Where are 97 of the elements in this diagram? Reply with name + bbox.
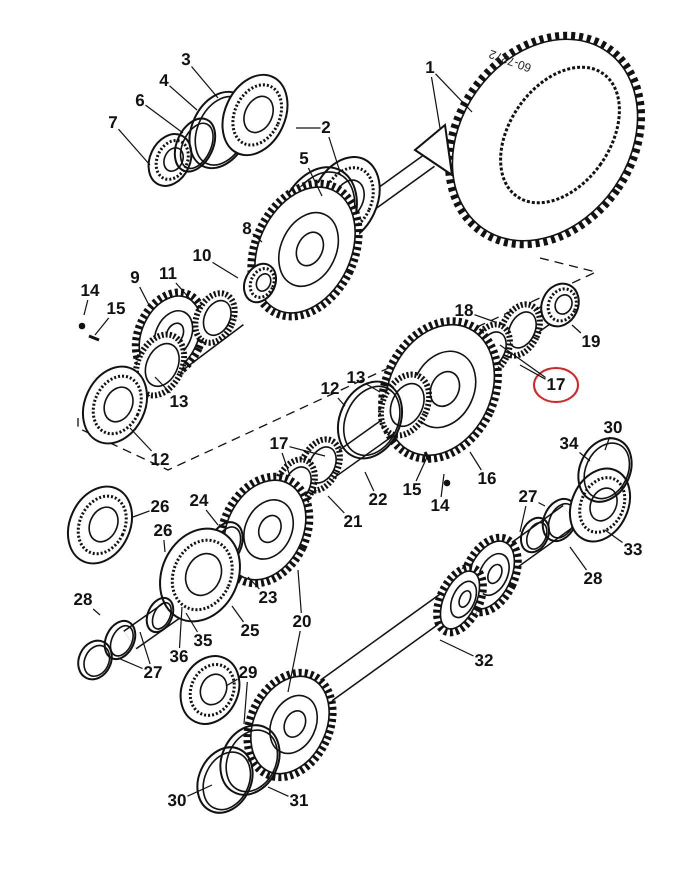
callout-number: 23 (258, 589, 278, 607)
callout-number: 30 (166, 792, 188, 810)
callout-number: 20 (292, 613, 312, 631)
leader-line (178, 606, 183, 648)
callout-number: 17 (546, 376, 566, 394)
callout-number: 27 (142, 664, 164, 682)
leader-line (268, 786, 289, 797)
callout-number: 18 (454, 302, 474, 320)
leader-line (139, 286, 151, 308)
callout-number: 8 (241, 220, 253, 238)
leader-line (416, 454, 429, 482)
leader-line (366, 384, 380, 393)
leader-line (118, 657, 143, 670)
callout-number: 16 (476, 470, 498, 488)
leader-line (328, 136, 341, 172)
leader-line (470, 452, 482, 470)
leader-line (252, 233, 262, 242)
leader-line (248, 576, 260, 590)
leader-line (435, 73, 472, 112)
callout-number: 19 (580, 333, 602, 351)
callout-number: 27 (518, 488, 538, 506)
callout-number: 14 (430, 497, 450, 515)
leader-line (604, 436, 610, 450)
callout-number: 25 (240, 622, 260, 640)
leader-line (430, 76, 441, 128)
leader-line (337, 398, 346, 406)
callout-number: 5 (298, 150, 310, 168)
leader-line (364, 472, 374, 492)
leader-line (118, 128, 150, 166)
leader-line (191, 66, 218, 98)
leader-line (440, 474, 445, 498)
leader-line (243, 682, 248, 724)
leader-line (212, 262, 238, 279)
callout-number: 9 (129, 269, 141, 287)
callout-number: 22 (368, 491, 388, 509)
leader-line (139, 632, 151, 664)
leader-line (154, 376, 171, 394)
leader-line (92, 608, 100, 616)
leader-line (163, 540, 166, 552)
callout-number: 4 (158, 72, 170, 90)
leader-line (297, 570, 302, 614)
callout-number: 1 (424, 59, 436, 77)
leader-line (500, 344, 546, 378)
leader-line (579, 452, 590, 462)
leader-line (538, 502, 546, 507)
callout-number: 11 (158, 265, 178, 283)
callout-number: 12 (150, 451, 170, 469)
leader-line (169, 85, 198, 110)
leader-line (520, 364, 546, 380)
callout-number: 7 (107, 114, 119, 132)
callout-number: 26 (150, 498, 170, 516)
leader-line (440, 639, 474, 657)
callout-number: 15 (106, 300, 126, 318)
leader-line (570, 546, 587, 570)
callout-number: 30 (602, 419, 624, 437)
leader-line (572, 324, 582, 334)
callout-number: 6 (134, 92, 146, 110)
leader-line (282, 452, 291, 476)
callout-number: 17 (268, 435, 290, 453)
callout-number: 28 (72, 591, 94, 609)
leader-line (185, 612, 198, 632)
callout-number: 3 (180, 51, 192, 69)
leader-line (604, 530, 623, 543)
callout-number: 28 (582, 570, 604, 588)
callout-number: 2 (320, 119, 332, 137)
leader-line (145, 104, 184, 134)
callout-number: 10 (192, 247, 212, 265)
leader-line (83, 300, 88, 316)
callout-number: 31 (288, 792, 310, 810)
callout-number: 13 (346, 369, 366, 387)
callout-number: 12 (320, 380, 340, 398)
callout-number: 21 (342, 513, 364, 531)
leader-line (296, 127, 320, 129)
leader-line (132, 510, 150, 518)
callout-number: 32 (474, 652, 494, 670)
callout-number: 15 (402, 481, 422, 499)
leader-line (328, 496, 345, 514)
callout-number: 14 (80, 282, 100, 300)
leader-line (474, 314, 496, 323)
leader-line (287, 630, 301, 692)
leader-line (289, 446, 326, 457)
callout-number: 35 (192, 632, 214, 650)
leader-line (226, 678, 238, 687)
callout-number: 13 (168, 393, 190, 411)
callout-number: 29 (238, 664, 258, 682)
callout-number: 33 (622, 541, 644, 559)
leader-line (130, 428, 152, 452)
leader-line (187, 784, 212, 797)
callout-number: 36 (168, 648, 190, 666)
leader-line (94, 318, 110, 336)
leader-line (175, 282, 198, 308)
leader-line (232, 606, 244, 622)
leader-line (519, 506, 526, 532)
callout-number: 26 (152, 522, 174, 540)
leader-line (206, 510, 218, 526)
callout-number: 34 (558, 435, 580, 453)
callout-number: 24 (188, 492, 210, 510)
